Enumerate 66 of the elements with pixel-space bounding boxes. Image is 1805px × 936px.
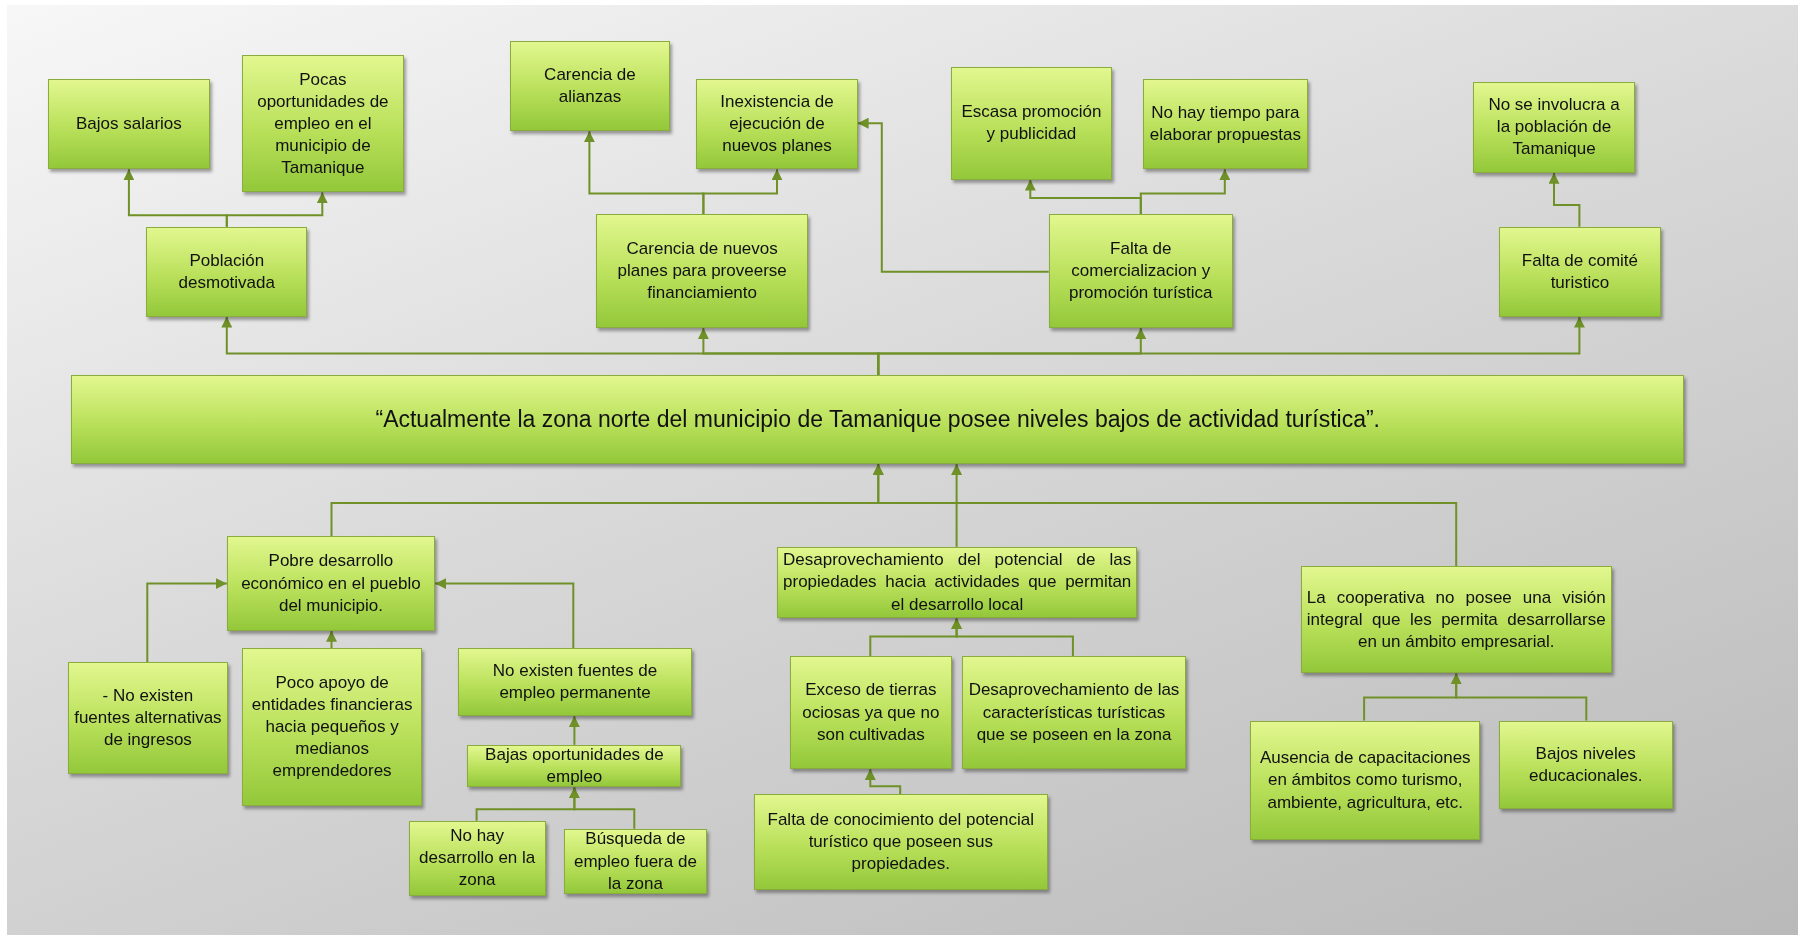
arrow: [1450, 672, 1588, 722]
problem-box: [226, 536, 436, 631]
arrow: [434, 578, 575, 650]
problem-box: [71, 375, 1685, 464]
box-text: Inexistencia de ejecución de nuevos planes: [719, 91, 835, 158]
box-text: Falta de comercializacion y promoción turística: [1067, 237, 1214, 305]
box-text: Bajos salarios: [75, 113, 183, 136]
problem-box: [950, 66, 1112, 180]
box-text: Desaprovechamiento del potencial de las propiedades hacia actividades que permitan el desarrollo local: [783, 549, 1132, 616]
arrow: [856, 117, 1050, 273]
box-text: La cooperativa no posee una visión integral que les permita desarrollarse en un ámbito empresarial.: [1306, 586, 1606, 653]
box-text: Ausencia de capacitaciones en ámbitos como turismo, ambiente, agricultura, etc.: [1258, 747, 1472, 814]
arrow: [877, 315, 1585, 377]
arrow: [326, 629, 337, 650]
arrow: [1139, 168, 1231, 216]
box-text: Desaprovechamiento de las características turísticas que se poseen en la zona: [968, 679, 1180, 746]
problem-box: [754, 794, 1048, 890]
box-text: No hay tiempo para elaborar propuestas: [1149, 102, 1302, 147]
box-text: Carencia de nuevos planes para proveerse financiamiento: [616, 237, 788, 305]
arrow: [951, 462, 963, 548]
arrow: [568, 786, 636, 830]
problem-box: [1473, 81, 1635, 173]
problem-box: [1048, 214, 1233, 329]
arrow: [1548, 171, 1581, 228]
box-text: No existen fuentes de empleo permanente: [491, 659, 659, 705]
problem-box: [1300, 566, 1612, 674]
problem-box: [962, 656, 1186, 769]
problem-box: [596, 214, 809, 329]
problem-box: [48, 79, 210, 170]
box-text: Falta de conocimiento del potencial turístico que poseen sus propiedades.: [766, 808, 1035, 876]
problem-box: [241, 648, 423, 806]
problem-box: [1498, 720, 1673, 810]
box-text: No hay desarrollo en la zona: [418, 825, 537, 892]
problem-box: [67, 661, 228, 774]
box-text: Bajos niveles educacionales.: [1527, 742, 1644, 787]
problem-box: [467, 744, 682, 788]
box-text: Escasa promoción y publicidad: [960, 101, 1103, 146]
arrow: [864, 768, 902, 796]
box-text: Falta de comité turistico: [1520, 249, 1640, 294]
problem-box: [509, 41, 670, 132]
arrow: [568, 715, 580, 746]
problem-box: [696, 79, 858, 170]
box-text: Búsqueda de empleo fuera de la zona: [573, 828, 698, 895]
box-text: Población desmotivada: [177, 249, 276, 294]
problem-box: [1498, 226, 1662, 317]
box-text: Exceso de tierras ociosas ya que no son cultivadas: [801, 679, 941, 746]
box-text: - No existen fuentes alternativas de ingresos: [73, 684, 222, 751]
arrow: [872, 462, 1458, 568]
problem-box: [789, 656, 952, 769]
box-text: Pobre desarrollo económico en el pueblo del municipio.: [240, 550, 422, 617]
problem-box: [146, 226, 308, 317]
box-text: No se involucra a la población de Tamanique: [1487, 94, 1621, 161]
arrow: [225, 191, 328, 228]
problem-box: [241, 55, 405, 193]
problem-box: [458, 648, 692, 716]
problem-box: [1143, 79, 1308, 170]
problem-box: [1250, 720, 1481, 841]
box-text: Poco apoyo de entidades financieras hacia pequeños y medianos emprendedores: [250, 671, 414, 783]
box-text: “Actualmente la zona norte del municipio de Tamanique posee niveles bajos de actividad turística”.: [374, 405, 1381, 434]
box-text: Carencia de alianzas: [543, 64, 637, 109]
arrow: [146, 578, 228, 663]
box-text: Bajas oportunidades de empleo: [484, 744, 665, 789]
problem-box: [408, 820, 546, 896]
box-text: Pocas oportunidades de empleo en el municipio de Tamanique: [256, 68, 390, 179]
arrow: [951, 617, 1074, 658]
arrow: [702, 168, 783, 216]
